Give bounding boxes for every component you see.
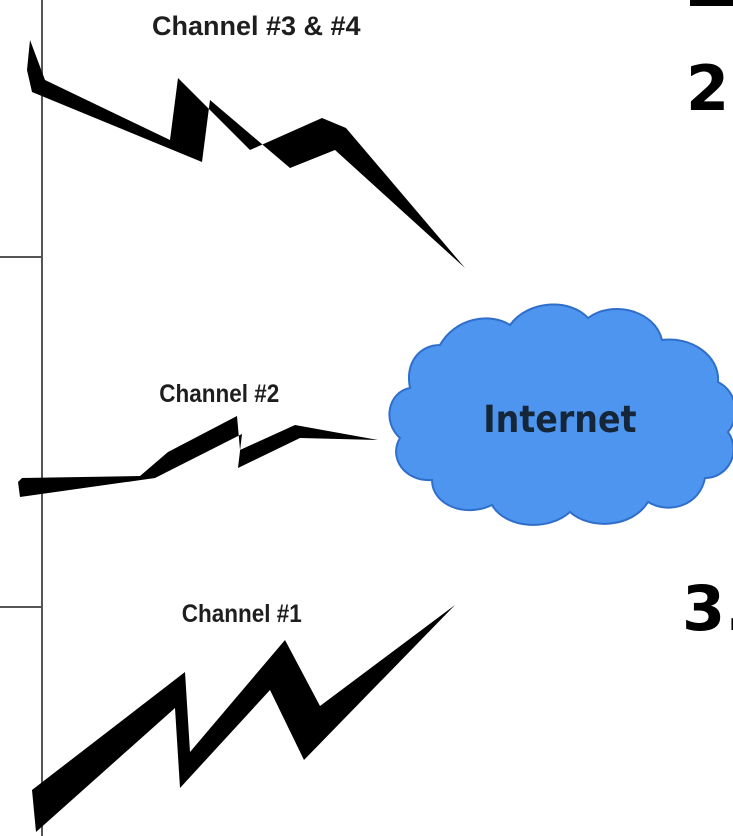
step-marker-fragment: [690, 0, 733, 6]
cloud-icon: [388, 303, 733, 526]
lightning-bolt-icon: [32, 605, 455, 832]
channel-1-label: Channel #1: [182, 600, 302, 628]
internet-cloud: Internet: [388, 303, 733, 526]
connector-lines: [0, 0, 43, 836]
step-number-3: 3.: [682, 572, 733, 645]
lightning-bolt-icon: [18, 416, 378, 497]
channel-1-signal: [32, 605, 455, 832]
lightning-bolt-icon: [27, 40, 465, 268]
internet-label: Internet: [483, 398, 636, 441]
step-number-2: 2.: [686, 52, 733, 125]
channel-3-4-label: Channel #3 & #4: [152, 11, 361, 41]
channel-2-signal: [18, 416, 378, 497]
channel-2-label: Channel #2: [159, 380, 279, 408]
channel-3-4-signal: [27, 40, 465, 268]
